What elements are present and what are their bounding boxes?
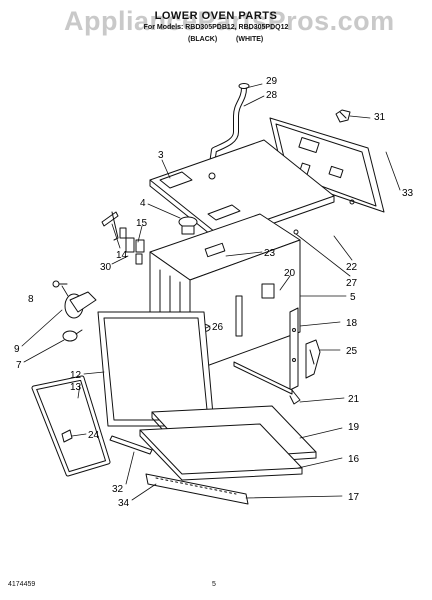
document-number: 4174459 <box>8 581 36 588</box>
callout-19: 19 <box>348 422 360 433</box>
models-line: For Models: RBD305PDB12, RBD305PDQ12 <box>143 24 289 31</box>
diagram-title: LOWER OVEN PARTS <box>154 10 278 22</box>
callout-33: 33 <box>402 188 414 199</box>
callout-20: 20 <box>284 268 296 279</box>
callout-23: 23 <box>264 248 276 259</box>
callout-30: 30 <box>100 262 112 273</box>
callout-12: 12 <box>70 370 82 381</box>
callout-13: 13 <box>70 382 82 393</box>
callout-26: 26 <box>212 322 224 333</box>
callout-17: 17 <box>348 492 360 503</box>
callout-32: 32 <box>112 484 124 495</box>
callout-21: 21 <box>348 394 360 405</box>
callout-31: 31 <box>374 112 386 123</box>
callout-15: 15 <box>136 218 148 229</box>
page-number: 5 <box>212 581 216 588</box>
callout-14: 14 <box>116 250 128 261</box>
callout-22: 22 <box>346 262 358 273</box>
callout-8: 8 <box>28 294 34 305</box>
callout-25: 25 <box>346 346 358 357</box>
variant-black-label: (BLACK) <box>188 36 218 43</box>
callout-27: 27 <box>346 278 358 289</box>
variant-white-label: (WHITE) <box>236 36 264 43</box>
callout-4: 4 <box>140 198 146 209</box>
watermark: AppliancePartsPros.com <box>64 6 395 36</box>
callout-16: 16 <box>348 454 360 465</box>
callout-7: 7 <box>16 360 22 371</box>
callout-3: 3 <box>158 150 164 161</box>
callout-18: 18 <box>346 318 358 329</box>
callout-9: 9 <box>14 344 20 355</box>
callout-5: 5 <box>350 292 356 303</box>
callout-29: 29 <box>266 76 278 87</box>
callout-34: 34 <box>118 498 130 509</box>
callout-28: 28 <box>266 90 278 101</box>
callout-24: 24 <box>88 430 100 441</box>
